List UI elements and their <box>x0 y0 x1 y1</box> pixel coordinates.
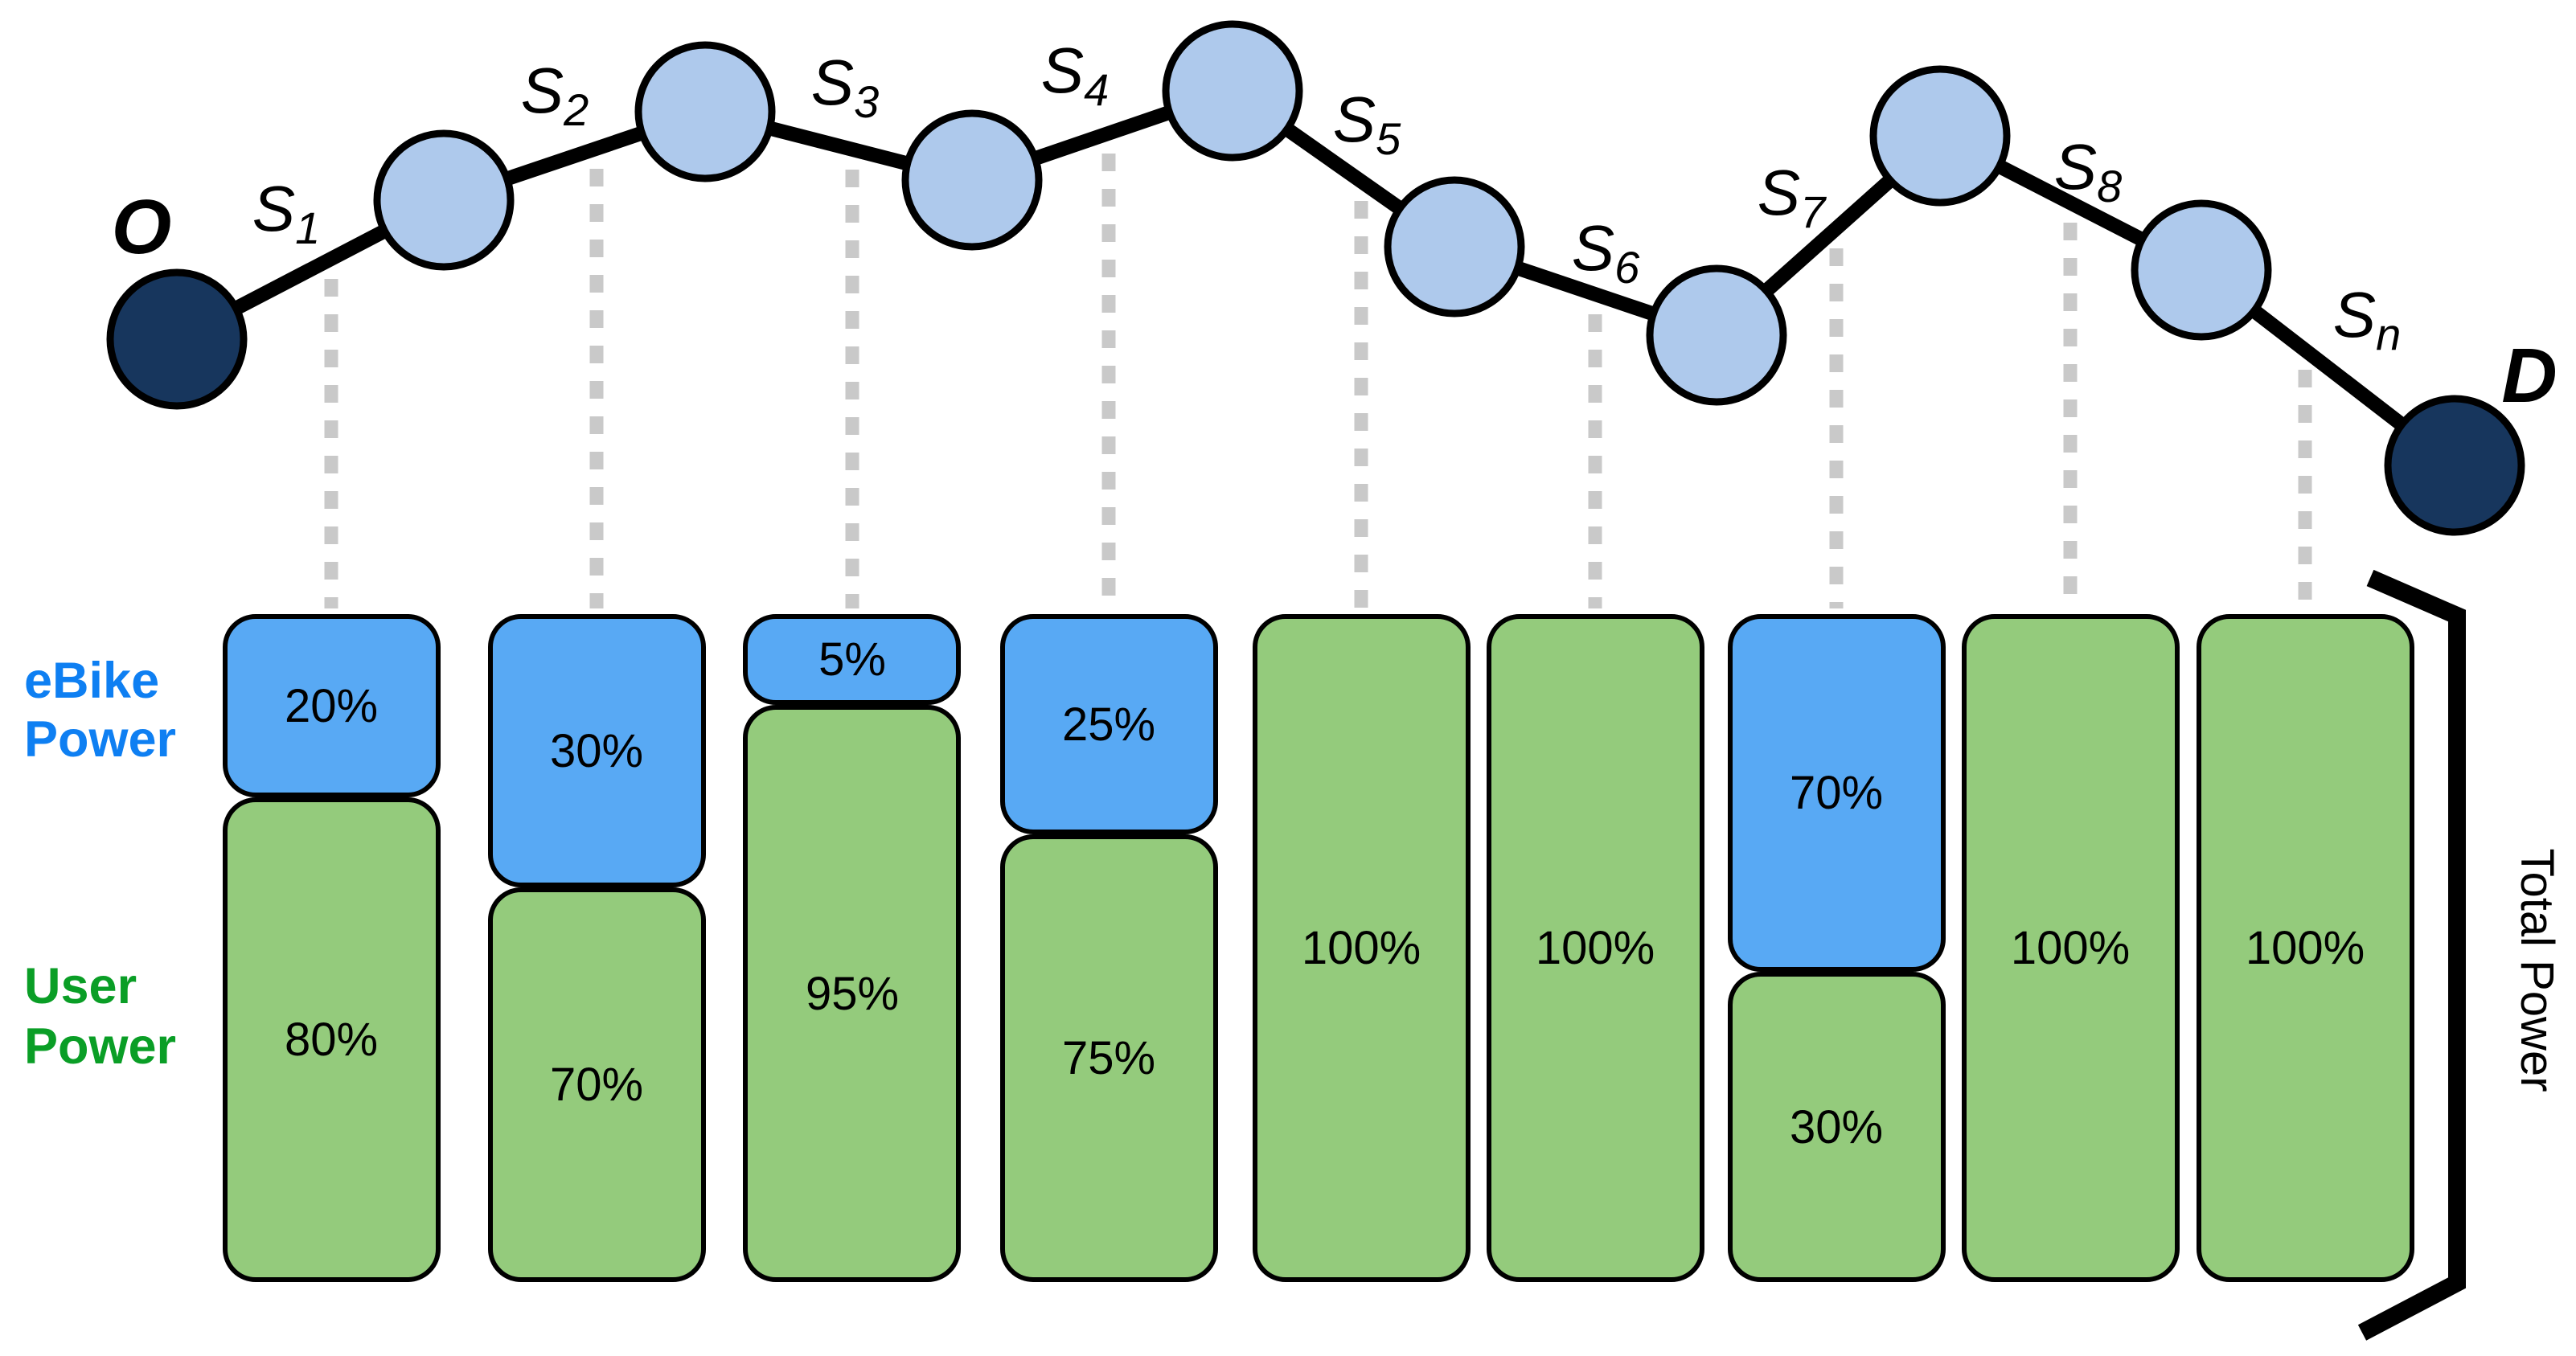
user-power-segment <box>488 887 706 1282</box>
route-node <box>901 109 1043 251</box>
segment-label-sn: Sn <box>2333 279 2402 359</box>
ebike-power-segment <box>223 614 441 797</box>
segment-label-s5: S5 <box>1333 84 1401 164</box>
bar-group: 100% <box>1487 614 1704 1282</box>
route-node <box>1162 20 1303 162</box>
power-bars: 20% 80% 30% 70% 5% 95% 25% 75% 100% <box>223 614 2414 1282</box>
user-power-segment <box>2197 614 2414 1282</box>
ebike-percent-label: 70% <box>1790 767 1883 819</box>
destination-node <box>2384 395 2525 536</box>
user-percent-label: 100% <box>1536 922 1655 974</box>
ebike-percent-label: 20% <box>285 680 378 732</box>
ebike-power-segment <box>743 614 961 705</box>
segment-label-s7: S7 <box>1758 157 1827 237</box>
user-power-label-line2: Power <box>24 1018 176 1075</box>
ebike-power-label-line1: eBike <box>24 653 159 709</box>
ebike-power-segment <box>488 614 706 887</box>
user-power-segment <box>223 797 441 1282</box>
origin-node <box>106 268 248 410</box>
segment-labels: S1 S2 S3 S4 S5 S6 S7 S8 Sn <box>252 35 2402 359</box>
user-power-segment <box>743 705 961 1282</box>
segment-label-s4: S4 <box>1041 35 1110 115</box>
user-percent-label: 95% <box>806 968 899 1020</box>
ebike-percent-label: 30% <box>550 725 643 777</box>
projection-dashes <box>324 154 2312 608</box>
legend: eBike Power User Power <box>24 653 176 1075</box>
user-power-segment <box>1728 972 1946 1282</box>
user-power-segment <box>1253 614 1471 1282</box>
user-percent-label: 70% <box>550 1059 643 1111</box>
bar-group: 70% 30% <box>1728 614 1946 1282</box>
route-node <box>373 129 515 271</box>
segment-label-s3: S3 <box>811 47 880 127</box>
ebike-percent-label: 5% <box>818 633 886 686</box>
segment-label-s8: S8 <box>2054 131 2123 211</box>
route-node <box>1384 176 1525 317</box>
bar-group: 20% 80% <box>223 614 441 1282</box>
bar-group: 30% 70% <box>488 614 706 1282</box>
total-power-bracket <box>2357 569 2466 1341</box>
destination-label: D <box>2501 333 2557 419</box>
user-power-segment <box>1962 614 2180 1282</box>
route-node <box>1646 264 1787 406</box>
bar-group: 25% 75% <box>1000 614 1218 1282</box>
user-percent-label: 100% <box>1302 922 1421 974</box>
ebike-power-label-line2: Power <box>24 711 176 768</box>
ebike-percent-label: 25% <box>1062 698 1155 751</box>
user-power-label-line1: User <box>24 958 137 1014</box>
route-node <box>2131 199 2272 341</box>
user-percent-label: 30% <box>1790 1101 1883 1153</box>
route-path <box>170 82 2462 473</box>
user-power-segment <box>1000 834 1218 1282</box>
segment-label-s2: S2 <box>521 55 589 135</box>
segment-label-s6: S6 <box>1572 212 1640 293</box>
user-percent-label: 100% <box>2011 922 2130 974</box>
total-power-label: Total Power <box>2511 848 2563 1092</box>
bar-group: 5% 95% <box>743 614 961 1282</box>
user-percent-label: 75% <box>1062 1032 1155 1084</box>
route-nodes <box>106 20 2525 536</box>
user-power-segment <box>1487 614 1704 1282</box>
origin-label: O <box>112 184 172 270</box>
user-percent-label: 80% <box>285 1014 378 1066</box>
bar-group: 100% <box>1253 614 1471 1282</box>
segment-label-s1: S1 <box>252 173 321 253</box>
user-percent-label: 100% <box>2246 922 2365 974</box>
route-node <box>1869 65 2011 207</box>
bar-group: 100% <box>1962 614 2180 1282</box>
route-node <box>634 41 776 182</box>
bar-group: 100% <box>2197 614 2414 1282</box>
ebike-power-segment <box>1000 614 1218 834</box>
ebike-power-segment <box>1728 614 1946 972</box>
